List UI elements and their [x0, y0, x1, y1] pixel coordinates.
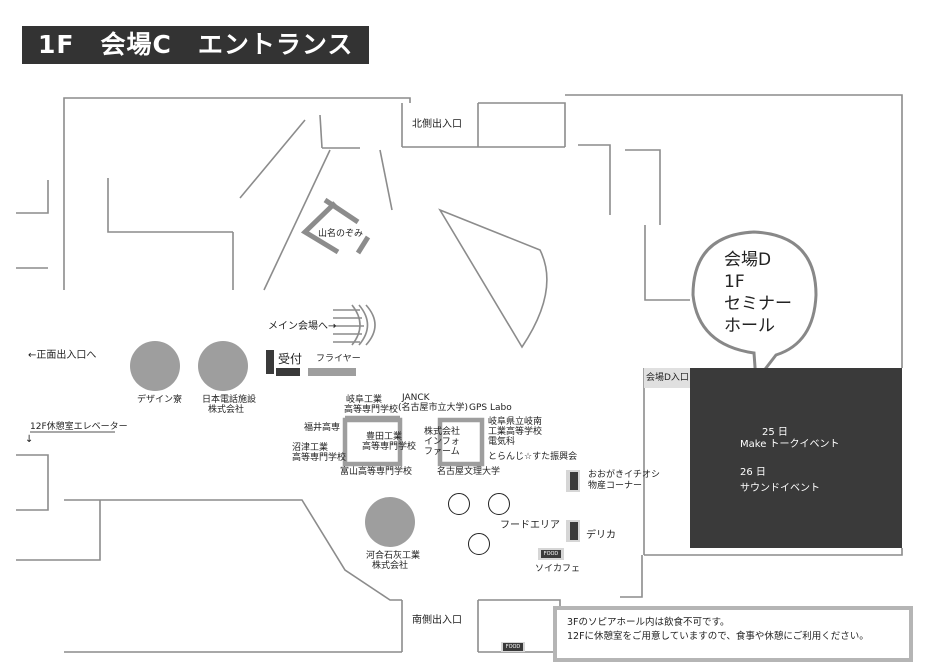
gifu-pref-label-3: 電気科	[488, 437, 516, 447]
south-entrance-label: 南側出入口	[412, 615, 462, 626]
ntt-label-1: 日本電話施設	[202, 395, 257, 405]
gps-labo-label: GPS Labo	[469, 403, 512, 413]
main-hall-label: メイン会場へ→	[268, 321, 337, 332]
event1-label: Make トークイベント	[740, 439, 840, 450]
gifu-kosen-label-1: 岐阜工業	[346, 395, 383, 405]
design-label: デザイン寮	[137, 395, 183, 405]
bubble-seminar: セミナー	[724, 294, 792, 314]
food-sign	[570, 522, 578, 540]
reception-label: 受付	[278, 352, 303, 366]
venue-d-hall	[690, 368, 902, 548]
nagoya-bunri-label: 名古屋文理大学	[437, 467, 501, 477]
ntt-label-2: 株式会社	[208, 405, 245, 415]
food-table	[448, 493, 470, 515]
numazu-label-1: 沼津工業	[292, 443, 329, 453]
kawai-label-1: 河合石灰工業	[366, 551, 421, 561]
bubble-venue-d: 会場D	[724, 250, 772, 270]
day2-label: 26 日	[740, 467, 766, 478]
gifu-pref-label-1: 岐阜県立岐南	[488, 417, 543, 427]
rest-elevator-label: 12F休憩室エレベーター	[30, 422, 128, 432]
notice-line-1: 3Fのソピアホール内は飲食不可です。	[567, 617, 730, 628]
wall	[16, 180, 49, 214]
down-arrow-icon: ↓	[25, 434, 34, 445]
venue-d-entrance-label: 会場D入口	[646, 373, 689, 383]
wall	[107, 178, 233, 233]
food-tag: FOOD	[541, 550, 561, 558]
food-tag: FOOD	[503, 643, 523, 651]
bubble-hall: ホール	[724, 316, 775, 336]
toyota-label-1: 豊田工業	[366, 432, 403, 442]
janck-label-1: JANCK	[402, 393, 430, 403]
janck-label-2: (名古屋市立大学)	[398, 403, 469, 413]
design-booth	[130, 341, 180, 391]
food-table	[488, 493, 510, 515]
infoform-label-1: 株式会社	[424, 427, 461, 437]
toyota-label-2: 高等専門学校	[362, 442, 417, 452]
infoform-label-3: ファーム	[424, 447, 460, 457]
food-sign	[570, 472, 578, 490]
numazu-label-2: 高等専門学校	[292, 453, 347, 463]
venue-d-entrance[interactable]	[644, 368, 690, 388]
page-title: 1F 会場C エントランス	[22, 26, 370, 64]
toranji-label: とらんじ☆すた振興会	[488, 452, 578, 462]
soika-label: ソイカフェ	[535, 564, 581, 574]
ntt-booth	[198, 341, 248, 391]
front-entrance-label: ←正面出入口へ	[28, 350, 97, 361]
venue-d-bubble	[691, 230, 818, 386]
north-entrance-label: 北側出入口	[412, 119, 462, 130]
gifu-kosen-label-2: 高等専門学校	[344, 405, 399, 415]
gifu-pref-label-2: 工業高等学校	[488, 427, 543, 437]
ogaki-label-1: おおがきイチオシ	[588, 470, 661, 480]
reception-desk	[266, 350, 274, 374]
yamana-booth	[300, 197, 371, 255]
kawai-label-2: 株式会社	[372, 561, 409, 571]
wall	[63, 97, 411, 290]
yamana-label: 山名のぞみ	[318, 229, 364, 239]
notice-line-2: 12Fに休憩室をご用意していますので、食事や休憩にご利用ください。	[567, 631, 869, 642]
food-area-label: フードエリア	[500, 520, 560, 531]
reception-counter	[276, 368, 300, 376]
infoform-label-2: インフォ	[424, 437, 460, 447]
centre-booths	[342, 415, 485, 467]
food-table	[468, 533, 490, 555]
kawai-booth	[365, 497, 415, 547]
bubble-floor: 1F	[724, 272, 745, 292]
eating-notice: 3Fのソピアホール内は飲食不可です。 12Fに休憩室をご用意していますので、食事…	[553, 606, 913, 662]
flyer-label: フライヤー	[316, 354, 361, 364]
toyama-label: 富山高等専門学校	[340, 467, 413, 477]
flyer-stand	[308, 368, 356, 376]
ogaki-label-2: 物産コーナー	[588, 481, 643, 491]
delica-label: デリカ	[586, 530, 616, 541]
day1-label: 25 日	[762, 427, 788, 438]
event2-label: サウンドイベント	[740, 483, 820, 494]
fukui-label: 福井高専	[304, 423, 341, 433]
